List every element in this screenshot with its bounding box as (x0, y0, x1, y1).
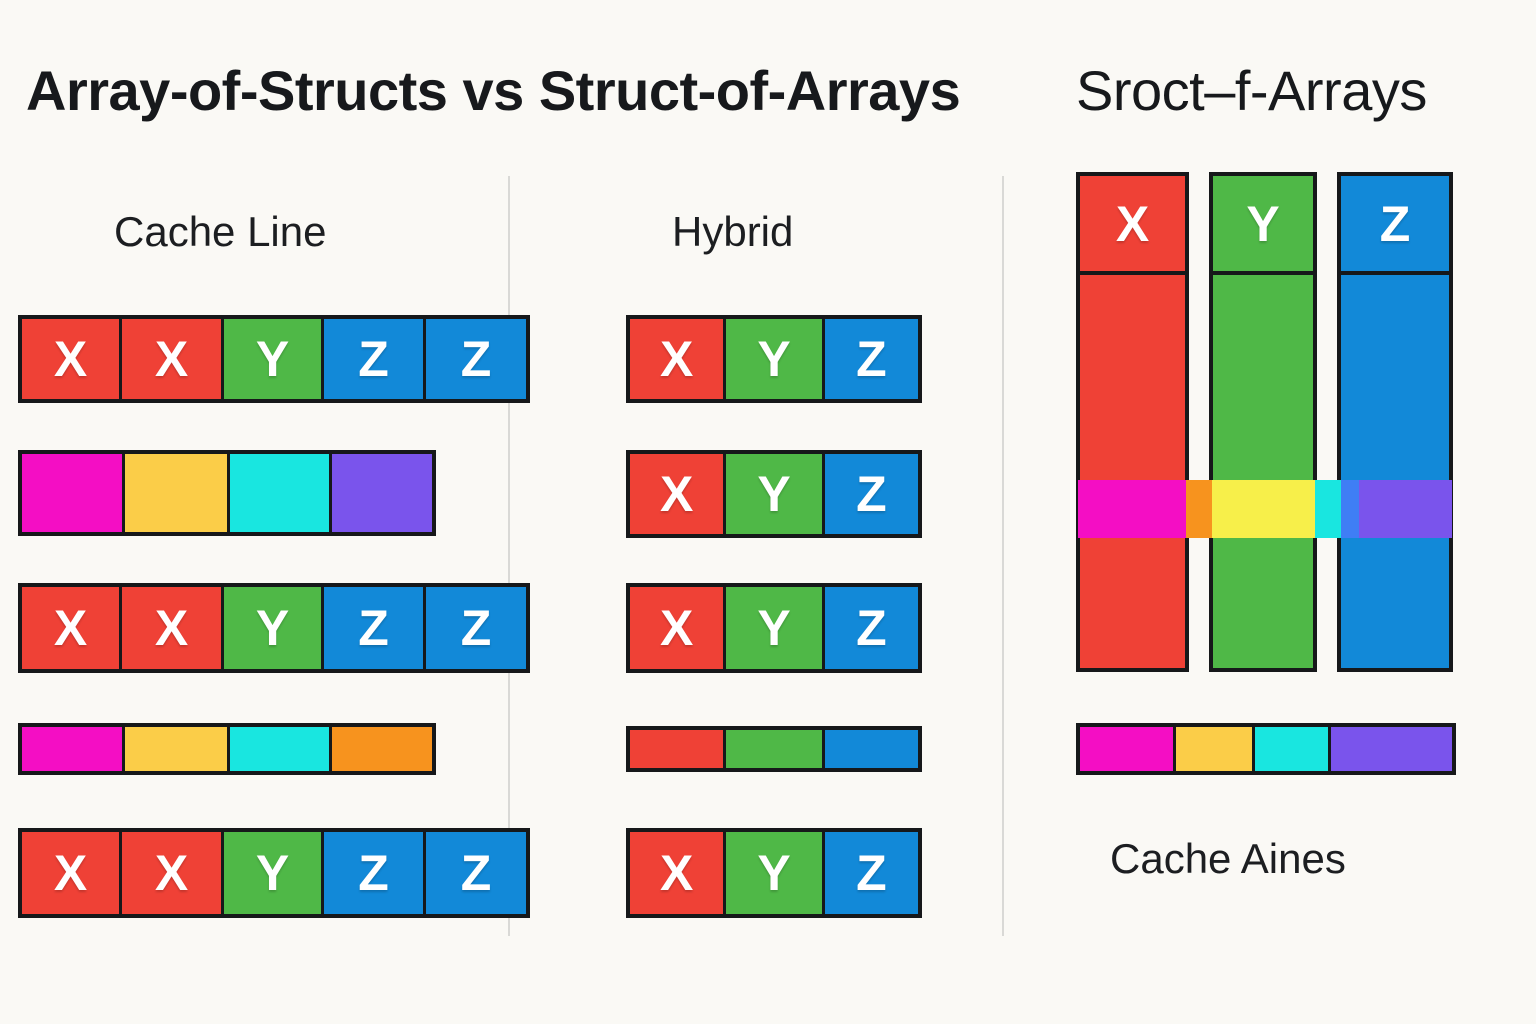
memory-cell-y: Y (726, 832, 825, 914)
memory-cell-y: Y (726, 319, 825, 399)
page-title: Array-of-Structs vs Struct-of-Arrays (26, 59, 961, 122)
memory-cell-x: X (122, 587, 224, 669)
memory-cell-block (1331, 727, 1452, 771)
memory-cell-x: X (630, 454, 727, 534)
panel-divider-right (1002, 176, 1004, 936)
soa-column-y: Y (1209, 172, 1317, 672)
memory-cell-z: Z (426, 832, 526, 914)
soa-column-z-label: Z (1341, 176, 1449, 275)
soa-bottom-bar (1076, 723, 1456, 775)
memory-cell-z: Z (824, 832, 919, 914)
memory-cell-x: X (630, 832, 727, 914)
memory-cell-block (125, 727, 230, 771)
cross-band-segment (1212, 480, 1315, 538)
memory-cell-block (230, 454, 332, 532)
memory-cell-block (1176, 727, 1255, 771)
memory-cell-block (22, 454, 125, 532)
memory-cell-block (22, 727, 125, 771)
memory-cell-x: X (122, 319, 224, 399)
memory-cell-z: Z (426, 319, 526, 399)
cross-band-segment (1358, 480, 1452, 538)
soa-column-y-body (1213, 275, 1313, 668)
memory-cell-block (630, 730, 727, 768)
memory-cell-z: Z (324, 587, 426, 669)
memory-cell-z: Z (824, 319, 919, 399)
cross-band-segment (1078, 480, 1187, 538)
memory-cell-z: Z (824, 454, 919, 534)
memory-cell-z: Z (426, 587, 526, 669)
memory-cell-x: X (122, 832, 224, 914)
memory-cell-y: Y (224, 832, 324, 914)
soa-column-z-body (1341, 275, 1449, 668)
memory-cell-block (726, 730, 825, 768)
memory-cell-z: Z (824, 587, 919, 669)
memory-cell-block (125, 454, 230, 532)
memory-cell-block (824, 730, 919, 768)
hybrid-label: Hybrid (672, 208, 794, 255)
memory-cell-block (1080, 727, 1176, 771)
memory-cell-block (1255, 727, 1331, 771)
memory-cell-y: Y (726, 454, 825, 534)
memory-cell-y: Y (726, 587, 825, 669)
soa-cross-band (1078, 480, 1452, 538)
memory-cell-x: X (630, 319, 727, 399)
soa-panel-title: Sroct–f-Arrays (1076, 59, 1427, 122)
memory-cell-x: X (22, 319, 122, 399)
cache-line-label: Cache Line (114, 208, 327, 255)
memory-cell-z: Z (324, 319, 426, 399)
memory-cell-y: Y (224, 587, 324, 669)
memory-cell-block (332, 454, 432, 532)
soa-column-z: Z (1337, 172, 1453, 672)
aos-row (18, 723, 436, 775)
memory-cell-x: X (630, 587, 727, 669)
cross-band-segment (1340, 480, 1359, 538)
aos-row (18, 450, 436, 536)
cross-band-segment (1314, 480, 1341, 538)
memory-cell-block (230, 727, 332, 771)
soa-column-x-body (1080, 275, 1185, 668)
soa-column-x: X (1076, 172, 1189, 672)
soa-column-x-label: X (1080, 176, 1185, 275)
memory-cell-x: X (22, 587, 122, 669)
memory-cell-z: Z (324, 832, 426, 914)
panel-divider-left (508, 176, 510, 936)
soa-column-y-label: Y (1213, 176, 1313, 275)
cache-lines-label: Cache Aines (1110, 835, 1346, 882)
cross-band-segment (1186, 480, 1213, 538)
memory-cell-y: Y (224, 319, 324, 399)
memory-cell-block (332, 727, 432, 771)
memory-cell-x: X (22, 832, 122, 914)
hybrid-row (626, 726, 922, 772)
